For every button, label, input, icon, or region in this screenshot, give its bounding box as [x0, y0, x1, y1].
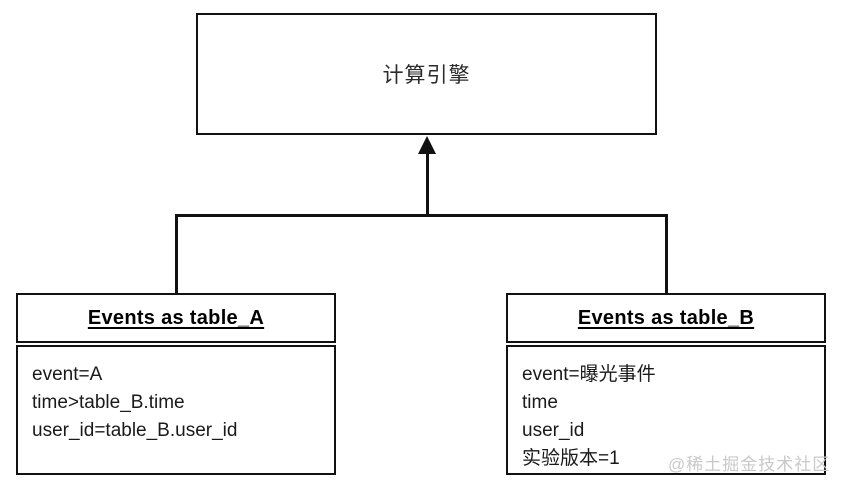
table-b-divider — [506, 343, 826, 345]
table-b-field: event=曝光事件 — [522, 364, 656, 385]
compute-engine-label: 计算引擎 — [382, 64, 471, 87]
table-a-field: user_id=table_B.user_id — [32, 420, 238, 441]
arrow-up-icon — [418, 136, 436, 154]
connector-riser — [426, 152, 429, 216]
table-b-field: 实验版本=1 — [522, 448, 620, 469]
table-card-table-b: Events as table_B event=曝光事件 time user_i… — [506, 293, 826, 475]
table-a-body: event=A time>table_B.time user_id=table_… — [16, 345, 336, 475]
table-a-header: Events as table_A — [16, 293, 336, 343]
table-b-title: Events as table_B — [577, 306, 755, 329]
table-a-divider — [16, 343, 336, 345]
table-b-field: user_id — [522, 420, 585, 441]
table-a-title: Events as table_A — [87, 306, 265, 329]
table-a-field: time>table_B.time — [32, 392, 185, 413]
table-card-table-a: Events as table_A event=A time>table_B.t… — [16, 293, 336, 475]
compute-engine-node: 计算引擎 — [196, 13, 657, 135]
table-b-body: event=曝光事件 time user_id 实验版本=1 — [506, 345, 826, 475]
table-b-field: time — [522, 392, 558, 413]
table-a-field: event=A — [32, 364, 103, 385]
connector-drop-left — [175, 214, 178, 294]
connector-bus — [175, 214, 668, 217]
table-b-header: Events as table_B — [506, 293, 826, 343]
connector-drop-right — [665, 214, 668, 294]
